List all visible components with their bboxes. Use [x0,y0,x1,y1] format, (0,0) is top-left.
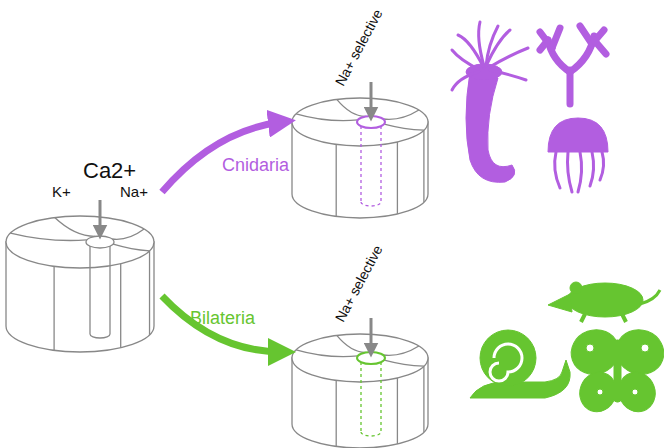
channel-cylinder [292,334,428,448]
clade-label: Bilateria [190,309,255,327]
entry-arrow [370,82,373,114]
bilateria-silhouettes [470,282,664,417]
entry-arrow [370,318,373,350]
selectivity-label: Na+ selective [333,243,385,324]
branch-arrow [162,296,282,352]
clade-label: Cnidaria [222,156,289,174]
cnidaria-silhouettes [452,22,608,192]
ion-label: Na+ [120,184,148,199]
selectivity-label: Na+ selective [333,7,385,88]
ion-label: Ca2+ [83,160,136,182]
entry-arrow [99,200,102,232]
channel-cylinder [292,98,428,218]
channel-cylinder [6,216,154,352]
ion-label: K+ [52,184,71,199]
